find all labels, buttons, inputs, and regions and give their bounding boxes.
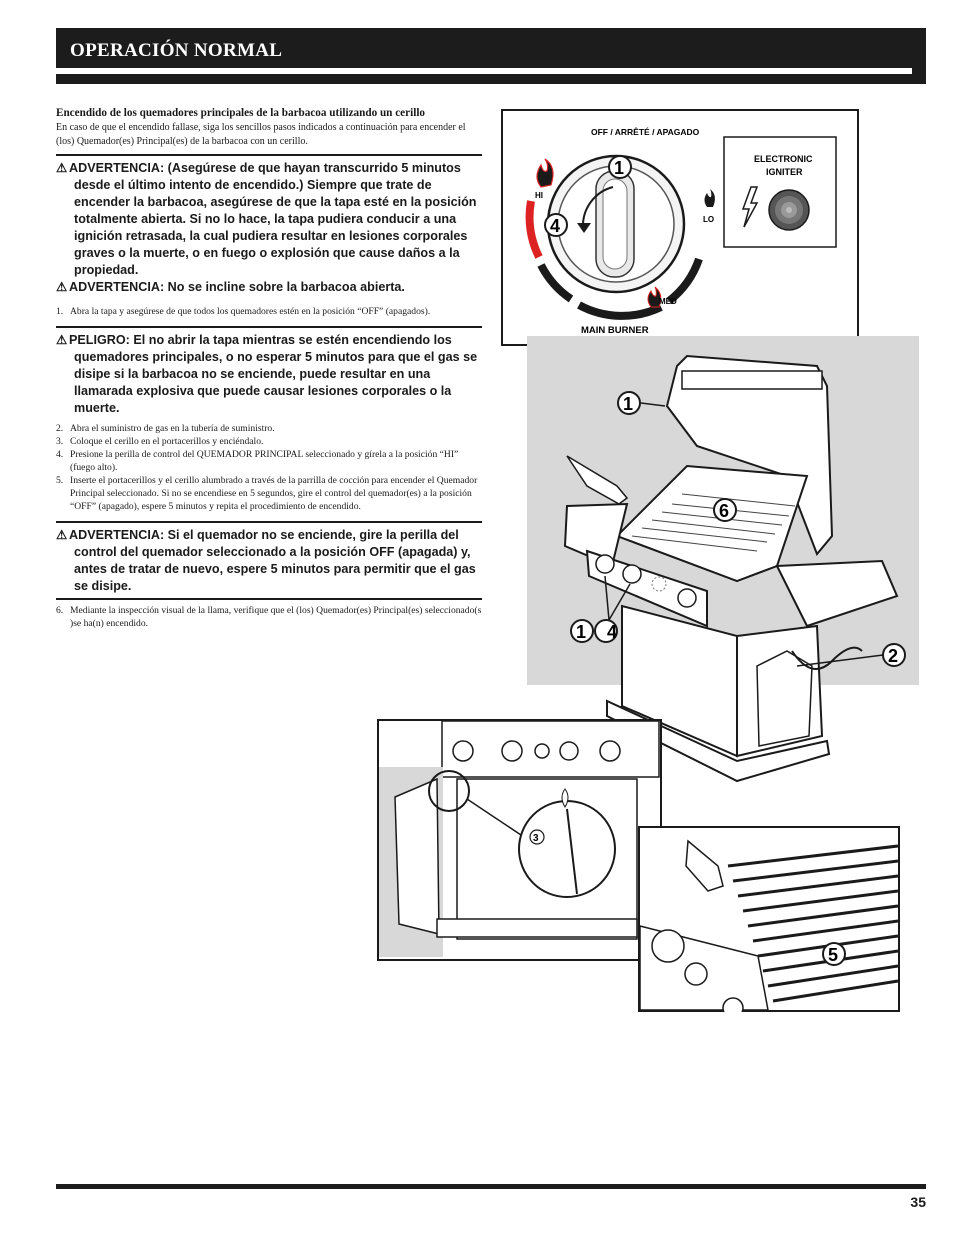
- callout-1: 1: [614, 158, 624, 178]
- warning-triangle-icon: ⚠: [56, 161, 68, 175]
- danger-box: ⚠PELIGRO: El no abrir la tapa mientras s…: [56, 326, 482, 420]
- list-item: 1.Abra la tapa y asegúrese de que todos …: [56, 306, 431, 317]
- main-burner-label: MAIN BURNER: [581, 325, 649, 336]
- knob-diagram: OFF / ARRÊTÉ / APAGADO HI LO MED MAIN BU…: [501, 109, 859, 346]
- warning-triangle-icon: ⚠: [56, 528, 68, 542]
- page-title: OPERACIÓN NORMAL: [70, 40, 283, 61]
- steps-list-a: 1.Abra la tapa y asegúrese de que todos …: [56, 305, 482, 318]
- section-header: OPERACIÓN NORMAL: [56, 28, 926, 84]
- section-heading: Encendido de los quemadores principales …: [56, 107, 426, 119]
- warning-4: ⚠ADVERTENCIA: Si el quemador no se encie…: [56, 528, 476, 593]
- flame-icon: [647, 286, 662, 308]
- flame-icon: [704, 189, 715, 207]
- list-item: 6.Mediante la inspección visual de la ll…: [56, 605, 482, 629]
- cabinet-callout-3: 3: [533, 833, 539, 844]
- cabinet-diagram: 3: [377, 719, 662, 961]
- grill-callout-1: 1: [623, 394, 633, 414]
- lo-label: LO: [703, 215, 714, 224]
- steps-list-b: 2.Abra el suministro de gas en la tuberí…: [56, 422, 482, 513]
- header-rule: [56, 68, 912, 74]
- warning-2: ⚠ADVERTENCIA: No se incline sobre la bar…: [56, 280, 405, 294]
- grill-callout-6: 6: [719, 501, 729, 521]
- warning-1: ⚠ADVERTENCIA: (Asegúrese de que hayan tr…: [56, 161, 477, 277]
- off-label: OFF / ARRÊTÉ / APAGADO: [591, 126, 700, 137]
- grate-diagram: 5: [638, 826, 900, 1012]
- callout-4: 4: [550, 216, 560, 236]
- med-label: MED: [659, 297, 677, 306]
- section-intro: En caso de que el encendido fallase, sig…: [56, 122, 466, 147]
- warning-box-2: ⚠ADVERTENCIA: Si el quemador no se encie…: [56, 521, 482, 600]
- text-column: Encendido de los quemadores principales …: [56, 106, 482, 638]
- list-item: 3.Coloque el cerillo en el portacerillos…: [56, 436, 264, 447]
- list-item: 4.Presione la perilla de control del QUE…: [56, 449, 459, 473]
- grill-diagram: 1 6 1 4 2: [527, 336, 919, 783]
- grill-callout-1-4: 1 4: [576, 622, 625, 642]
- igniter-label-2: IGNITER: [766, 167, 803, 177]
- warning-triangle-icon: ⚠: [56, 333, 68, 347]
- igniter-label-1: ELECTRONIC: [754, 154, 813, 164]
- danger-1: ⚠PELIGRO: El no abrir la tapa mientras s…: [56, 333, 478, 415]
- footer-rule: [56, 1184, 926, 1189]
- page-number: 35: [910, 1194, 926, 1210]
- grill-callout-2: 2: [888, 646, 898, 666]
- lightning-icon: [741, 186, 759, 228]
- list-item: 2.Abra el suministro de gas en la tuberí…: [56, 423, 275, 434]
- warning-triangle-icon: ⚠: [56, 280, 68, 294]
- flame-icon: [536, 158, 554, 188]
- grate-callout-5: 5: [828, 945, 838, 965]
- hi-label: HI: [535, 191, 543, 200]
- steps-list-c: 6.Mediante la inspección visual de la ll…: [56, 604, 482, 630]
- list-item: 5.Inserte el portacerillos y el cerillo …: [56, 475, 478, 512]
- warning-box-1: ⚠ADVERTENCIA: (Asegúrese de que hayan tr…: [56, 154, 482, 299]
